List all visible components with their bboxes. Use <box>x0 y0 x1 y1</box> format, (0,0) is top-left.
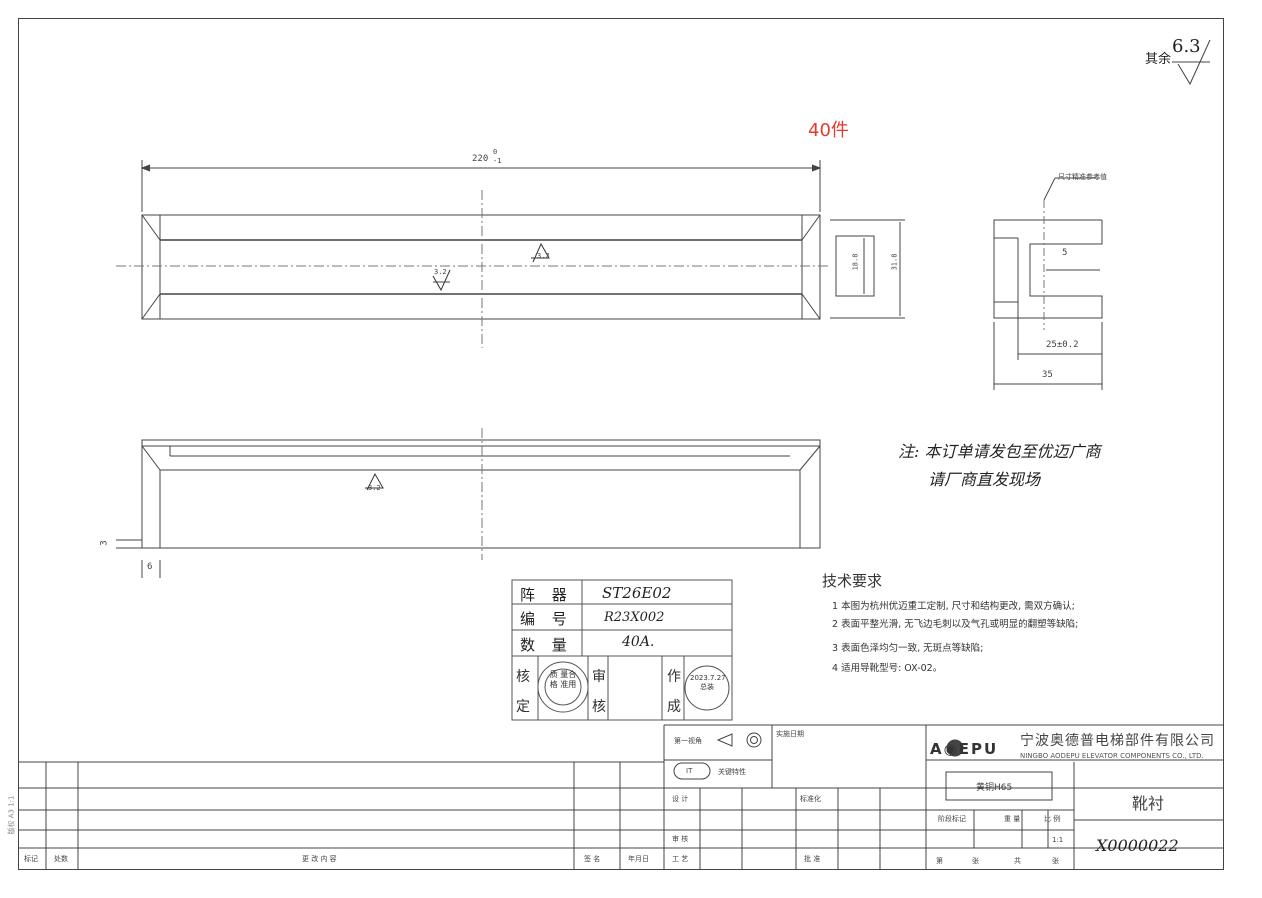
tech-requirements-title: 技术要求 <box>822 572 883 590</box>
tech-item-3: 3 表面色泽均匀一致, 无斑点等缺陷; <box>832 643 984 654</box>
company-name-cn: 宁波奥德普电梯部件有限公司 <box>1020 733 1215 749</box>
revision-date-label: 年月日 <box>628 855 649 863</box>
roughness-prefix: 其余 <box>1145 52 1172 67</box>
bottom-view <box>116 428 821 578</box>
stamp-row2-label: 编 号 <box>520 610 573 628</box>
outer-width-dimension: 35 <box>1042 370 1053 380</box>
ra-label-bottom: 3.2 <box>368 484 381 492</box>
design-label: 设 计 <box>672 795 689 803</box>
drawing-border <box>18 18 1224 870</box>
stamp-author-label: 作 成 <box>667 669 681 715</box>
quality-seal: 质 量合格 准用 <box>549 670 577 689</box>
assembly-seal: 2023.7.27 总装 <box>690 674 726 691</box>
stamp-row2-value: R23X002 <box>604 610 665 625</box>
stamp-check-label: 核 定 <box>516 669 530 715</box>
reference-note: 尺寸精准参考值 <box>1058 173 1107 181</box>
weight-label: 重 量 <box>1004 815 1021 823</box>
side-section-view <box>993 177 1103 390</box>
part-name: 靴衬 <box>1132 794 1165 813</box>
length-tol-top: 0 <box>493 148 498 156</box>
company-name-en: NINGBO AODEPU ELEVATOR COMPONENTS CO., L… <box>1020 752 1204 760</box>
outer-height-dimension: 31.8 <box>890 253 899 271</box>
stamp-row3-label: 数 量 <box>520 636 573 654</box>
material: 黄铜H65 <box>976 783 1013 793</box>
sheet-total-label: 共 <box>1014 857 1021 865</box>
roughness-value: 6.3 <box>1172 36 1201 57</box>
slot-depth-dimension: 5 <box>1062 248 1068 258</box>
logo-icon <box>946 739 964 757</box>
front-view <box>116 190 830 348</box>
dept-label: 关键特性 <box>718 768 746 776</box>
ra-label-underside: 3.2 <box>434 268 447 276</box>
handwritten-note-line2: 请厂商直发现场 <box>928 470 1041 489</box>
part-number: X0000022 <box>1096 836 1179 855</box>
review-label: 审 核 <box>672 835 689 843</box>
stage-mark-label: 阶段标记 <box>938 815 966 823</box>
tech-item-2: 2 表面平整光滑, 无飞边毛刺以及气孔或明显的翻塑等缺陷; <box>832 619 1079 630</box>
stamp-row3-value: 40A. <box>622 634 655 650</box>
scale-value: 1:1 <box>1052 836 1064 844</box>
dept-code: IT <box>686 767 693 775</box>
stamp-row1-label: 阵 器 <box>520 586 573 604</box>
title-block <box>18 724 1224 870</box>
stamp-audit-label: 审 核 <box>592 669 606 715</box>
inner-height-dimension: 18.8 <box>851 253 860 271</box>
tech-item-1: 1 本图为杭州优迈重工定制, 尺寸和结构更改, 需双方确认; <box>832 601 1075 612</box>
length-dimension: 220 <box>472 154 489 164</box>
company-logo: A◉EPU <box>930 740 999 758</box>
quantity-note: 40件 <box>808 120 849 141</box>
roughness-symbol-icon <box>1177 39 1211 86</box>
projection-label: 第一视角 <box>674 737 702 745</box>
revision-count-label: 处数 <box>54 855 68 863</box>
inner-width-dimension: 25±0.2 <box>1046 340 1079 350</box>
length-tol-bottom: -1 <box>493 157 502 165</box>
revision-sign-label: 签 名 <box>584 855 601 863</box>
standard-label: 标准化 <box>800 795 821 803</box>
sheet-unit-a: 张 <box>972 857 979 865</box>
date-label: 实施日期 <box>776 730 804 738</box>
revision-content-label: 更 改 内 容 <box>302 855 337 863</box>
process-label: 工 艺 <box>672 855 689 863</box>
margin-text: 版权 A3 1:1 <box>7 795 16 835</box>
stamp-row1-value: ST26E02 <box>602 584 672 602</box>
revision-mark-label: 标记 <box>24 855 38 863</box>
ra-label-front: 3.2 <box>537 252 550 260</box>
handwritten-note-line1: 注: 本订单请发包至优迈广商 <box>898 442 1101 461</box>
end-offset-dimension: 6 <box>147 562 153 572</box>
sheet-no-label: 第 <box>936 857 943 865</box>
approve-label: 批 准 <box>804 855 821 863</box>
tech-item-4: 4 适用导靴型号: OX-02。 <box>832 663 943 674</box>
approval-stamp <box>511 579 733 721</box>
end-height-dimension: 3 <box>99 540 110 546</box>
scale-label: 比 例 <box>1044 815 1061 823</box>
sheet-unit-b: 张 <box>1052 857 1059 865</box>
